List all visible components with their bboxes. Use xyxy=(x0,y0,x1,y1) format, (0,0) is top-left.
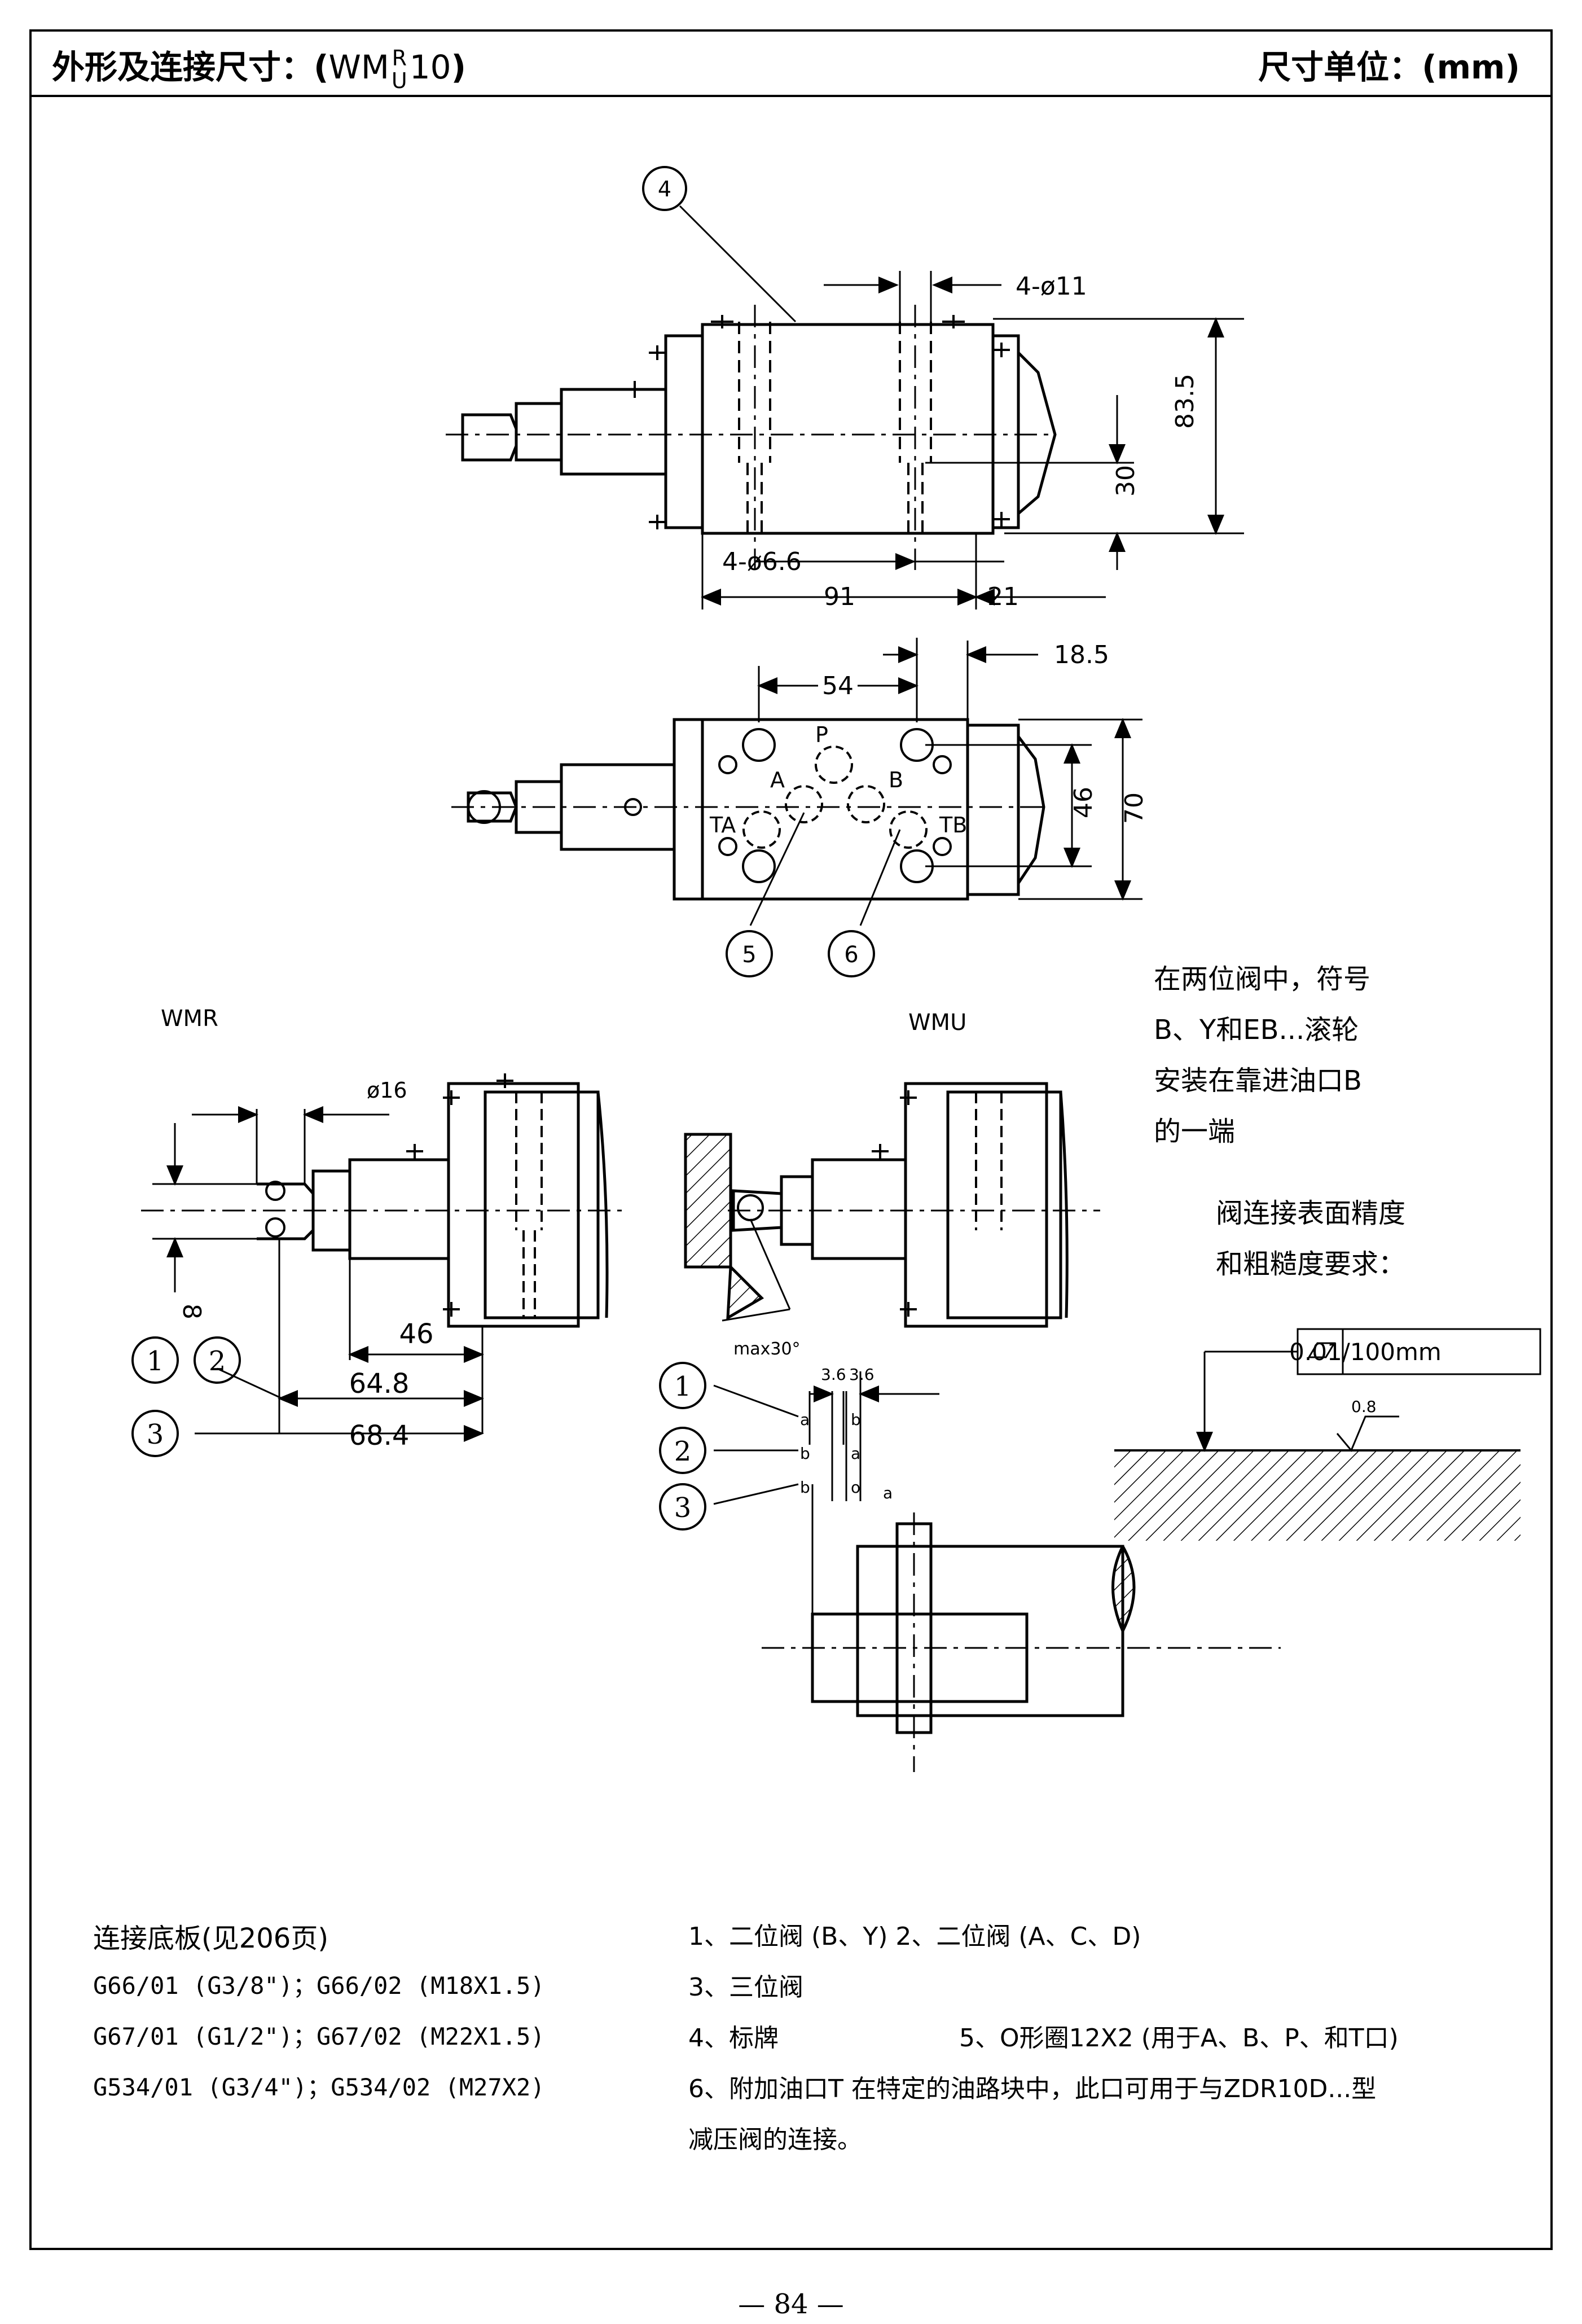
callout-5: 5 xyxy=(742,942,756,968)
legend-line3b: 5、O形圈12X2 (用于A、B、P、和T口) xyxy=(959,2024,1399,2053)
note-roller-line3: 安装在靠进油口B xyxy=(1154,1065,1362,1097)
legend-line5: 减压阀的连接。 xyxy=(688,2125,862,2154)
port-b-label: B xyxy=(889,768,903,792)
dim-holes-66: 4-ø6.6 xyxy=(722,547,802,576)
callout-5-circle xyxy=(726,930,773,977)
callout-4: 4 xyxy=(658,177,671,201)
dim-18-5: 18.5 xyxy=(1054,641,1109,669)
wmu-drawing xyxy=(659,1082,1281,1772)
dim-holes-11: 4-ø11 xyxy=(1016,272,1087,301)
legend-line3a: 4、标牌 xyxy=(688,2024,779,2053)
wmr-label: WMR xyxy=(161,1006,218,1032)
wmu-row3-right: a xyxy=(883,1484,893,1502)
unit-label: 尺寸单位：(mm) xyxy=(1258,48,1520,86)
callout-6-circle xyxy=(828,930,875,977)
roller-lever xyxy=(461,413,518,462)
baseplate-title: 连接底板(见206页) xyxy=(93,1923,329,1954)
page-number: — 84 — xyxy=(738,2288,844,2320)
wmu-row1-left: a xyxy=(800,1410,810,1429)
dim-30: 30 xyxy=(1111,465,1140,497)
dim-91: 91 xyxy=(824,582,855,611)
wmu-dim-3-6-b: 3.6 xyxy=(849,1365,875,1384)
wmr-dim-68-4: 68.4 xyxy=(349,1420,410,1452)
note-surface-line1: 阀连接表面精度 xyxy=(1216,1198,1406,1229)
model-variant-top: R xyxy=(392,45,407,71)
callout-4-circle xyxy=(642,166,687,211)
wmr-callout-1: 1 xyxy=(147,1345,164,1377)
wmr-dim-16: ø16 xyxy=(367,1078,407,1103)
dim-21: 21 xyxy=(987,582,1019,611)
callout-6: 6 xyxy=(844,942,858,968)
wmu-row3-left: b xyxy=(800,1478,810,1497)
dim-83-5: 83.5 xyxy=(1171,374,1199,429)
wmr-dim-64-8: 64.8 xyxy=(349,1368,410,1400)
wmr-drawing xyxy=(131,1073,626,1457)
baseplate-line2: G67/01 (G1/2")；G67/02 (M22X1.5) xyxy=(93,2023,545,2050)
port-p-label: P xyxy=(815,722,828,747)
port-view-drawing xyxy=(451,638,1142,977)
legend-line4: 6、附加油口T 在特定的油路块中，此口可用于与ZDR10D...型 xyxy=(688,2075,1377,2103)
wmu-row1-right: b xyxy=(851,1410,861,1429)
title-suffix: ) xyxy=(451,48,467,86)
valve-body xyxy=(701,323,995,535)
model-main: WM xyxy=(328,48,389,86)
port-ta-label: TA xyxy=(709,813,736,837)
wmu-row2-right: a xyxy=(851,1444,860,1463)
model-size: 10 xyxy=(409,48,451,86)
dim-70: 70 xyxy=(1120,792,1149,824)
model-variant-bottom: U xyxy=(391,68,407,93)
wmr-dim-8: 8 xyxy=(177,1304,206,1319)
actuator-housing xyxy=(560,388,667,476)
page-frame xyxy=(29,29,1553,2250)
note-roller-line2: B、Y和EB...滚轮 xyxy=(1154,1014,1359,1046)
wmu-row2-left: b xyxy=(800,1444,810,1463)
baseplate-line3: G534/01 (G3/4")；G534/02 (M27X2) xyxy=(93,2073,545,2101)
legend-line1: 1、二位阀 (B、Y) 2、二位阀 (A、C、D) xyxy=(688,1922,1141,1951)
surface-requirement-drawing xyxy=(1114,1328,1541,1541)
wmr-dim-46: 46 xyxy=(399,1318,433,1350)
header-rule xyxy=(29,95,1553,97)
wmu-callout-1: 1 xyxy=(674,1371,692,1402)
dim-54: 54 xyxy=(822,672,854,700)
port-a-label: A xyxy=(770,768,785,792)
wmu-label: WMU xyxy=(908,1010,966,1036)
wmu-angle: max30° xyxy=(733,1339,801,1359)
wmu-callout-2: 2 xyxy=(674,1436,692,1467)
wmr-callout-2: 2 xyxy=(209,1345,226,1377)
note-roller-line4: 的一端 xyxy=(1154,1116,1236,1147)
wmr-callout-3: 3 xyxy=(147,1419,164,1450)
note-roller-line1: 在两位阀中，符号 xyxy=(1154,963,1371,995)
flatness-value: 0.01/100mm xyxy=(1289,1338,1442,1366)
dim-46: 46 xyxy=(1069,787,1098,818)
top-view-drawing xyxy=(446,166,1244,609)
wmu-callout-3: 3 xyxy=(674,1492,692,1524)
wmu-row3-mid: o xyxy=(851,1478,860,1497)
legend-line2: 3、三位阀 xyxy=(688,1973,803,2002)
roughness-value: 0.8 xyxy=(1351,1397,1377,1416)
note-surface-line2: 和粗糙度要求： xyxy=(1216,1248,1406,1280)
wmu-dim-3-6-a: 3.6 xyxy=(821,1365,846,1384)
baseplate-line1: G66/01 (G3/8")；G66/02 (M18X1.5) xyxy=(93,1972,545,1999)
port-tb-label: TB xyxy=(939,813,967,837)
title-prefix: 外形及连接尺寸：( xyxy=(52,48,329,86)
